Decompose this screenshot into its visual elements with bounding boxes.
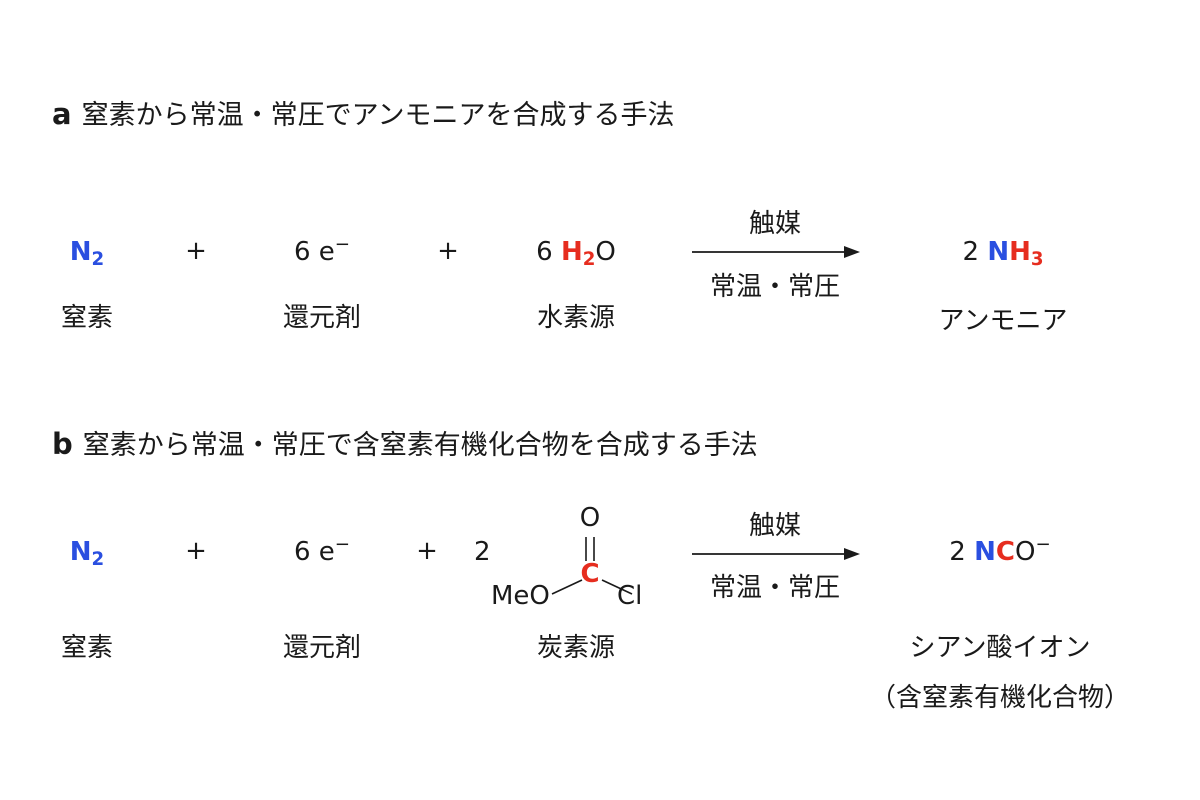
atom-methoxy: MeO	[491, 581, 550, 611]
panel-b-arrow-top: 触媒	[748, 511, 802, 541]
panel-a-water-label: 水素源	[536, 303, 616, 333]
panel-a-plus-2: +	[437, 236, 459, 266]
panel-a-n2: N2	[69, 237, 105, 271]
panel-a-product-label: アンモニア	[938, 306, 1068, 336]
panel-a-heading: a 窒素から常温・常圧でアンモニアを合成する手法	[52, 93, 675, 132]
carbonyl-double-bond	[585, 537, 595, 561]
panel-a-water: 6 H2O	[536, 237, 616, 271]
panel-a-electron: 6 e−	[293, 234, 351, 267]
panel-b-heading: b 窒素から常温・常圧で含窒素有機化合物を合成する手法	[52, 423, 758, 462]
product-subscript: 3	[1030, 249, 1044, 271]
panel-a-n2-label: 窒素	[60, 303, 114, 333]
panel-b-plus-1: +	[185, 536, 207, 566]
nitrogen-subscript: 2	[91, 549, 105, 571]
product-hydrogen: H	[1009, 237, 1031, 267]
water-oxygen: O	[595, 237, 616, 267]
water-coefficient: 6	[536, 237, 553, 267]
panel-b-electron-label: 還元剤	[282, 633, 362, 663]
panel-b-n2: N2	[69, 537, 105, 571]
panel-a-plus-1: +	[185, 236, 207, 266]
panel-b-title: 窒素から常温・常圧で含窒素有機化合物を合成する手法	[82, 430, 758, 461]
electron-text: 6 e	[293, 237, 335, 267]
atom-oxygen-carbonyl: O	[579, 503, 601, 533]
panel-b-product: 2 NCO−	[949, 534, 1051, 567]
panel-a-reaction-arrow	[692, 246, 860, 258]
product-coefficient: 2	[962, 237, 980, 267]
nitrogen-symbol: N	[69, 237, 92, 267]
product-nitrogen: N	[987, 237, 1010, 267]
water-hydrogen: H	[560, 237, 583, 267]
reagent-coefficient: 2	[474, 537, 491, 567]
panel-a-product: 2 NH3	[962, 237, 1044, 271]
panel-b-electron: 6 e−	[293, 534, 351, 567]
panel-b-reaction-arrow	[692, 548, 860, 560]
panel-b-n2-label: 窒素	[60, 633, 114, 663]
atom-carbon: C	[580, 559, 600, 589]
single-bonds	[551, 579, 633, 595]
nitrogen-symbol: N	[69, 537, 92, 567]
panel-b-arrow-bottom: 常温・常圧	[709, 573, 841, 603]
panel-b-product-label-2: （含窒素有機化合物）	[869, 683, 1131, 713]
product-nitrogen: N	[974, 537, 996, 567]
panel-a-arrow-bottom: 常温・常圧	[709, 272, 841, 302]
panel-b-product-label: シアン酸イオン	[909, 633, 1091, 663]
panel-b-reagent-label: 炭素源	[536, 633, 616, 663]
panel-b-plus-2: +	[416, 536, 438, 566]
product-carbon: C	[995, 537, 1015, 567]
product-oxygen: O	[1014, 537, 1036, 567]
electron-charge: −	[334, 234, 351, 255]
product-coefficient: 2	[949, 537, 966, 567]
panel-a-title: 窒素から常温・常圧でアンモニアを合成する手法	[81, 100, 675, 131]
panel-b-letter: b	[52, 427, 73, 461]
panel-a-electron-label: 還元剤	[282, 303, 362, 333]
product-charge: −	[1035, 534, 1051, 555]
water-subscript: 2	[582, 249, 596, 271]
nitrogen-subscript: 2	[91, 249, 105, 271]
electron-text: 6 e	[293, 537, 335, 567]
electron-charge: −	[334, 534, 351, 555]
panel-a-letter: a	[52, 97, 72, 131]
atom-chlorine: Cl	[617, 581, 643, 611]
panel-a-arrow-top: 触媒	[748, 209, 802, 239]
